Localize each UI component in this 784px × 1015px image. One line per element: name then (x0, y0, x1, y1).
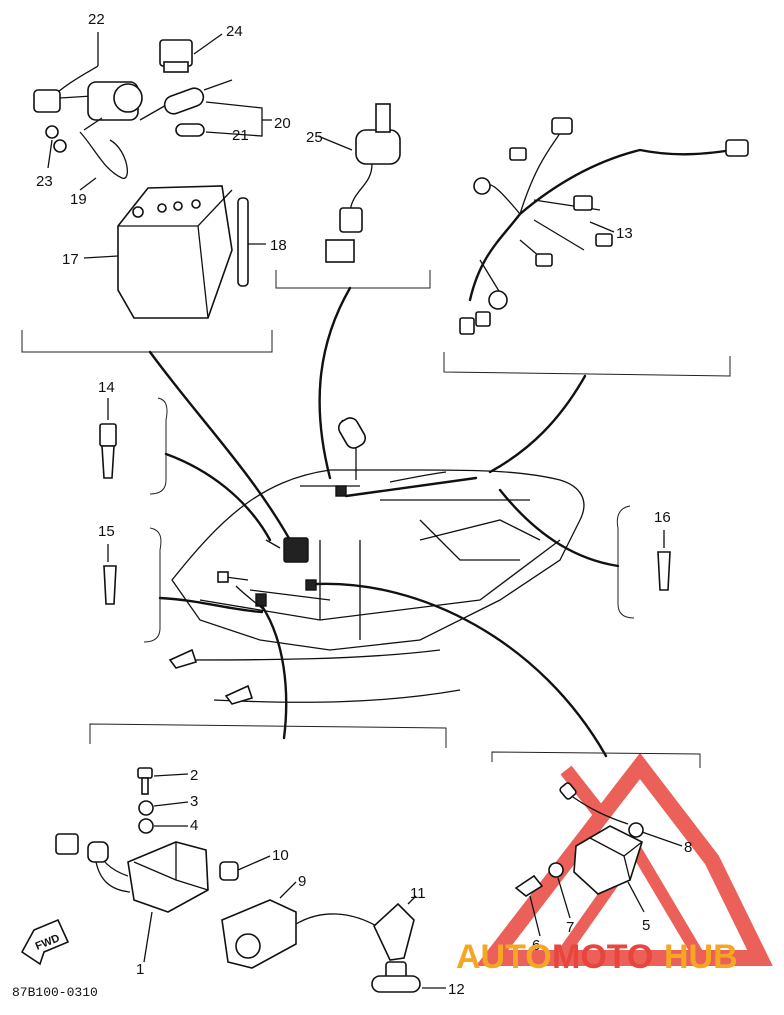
washer-part-7 (548, 862, 571, 919)
wordmark-auto: AUTO (456, 938, 552, 976)
spark-plug-cap-part-11 (373, 895, 417, 961)
wordmark-hub: HUB (664, 938, 738, 976)
callout-24: 24 (226, 23, 243, 40)
nut-part-23 (45, 125, 67, 169)
callout-6: 6 (532, 937, 540, 954)
callout-22: 22 (88, 11, 105, 28)
callout-4: 4 (190, 817, 198, 834)
relay-harness-part-22 (33, 32, 143, 131)
screw-part-6 (514, 874, 544, 937)
callout-9: 9 (298, 873, 306, 890)
washer-part-8 (628, 822, 683, 847)
washer-part-3 (138, 800, 189, 816)
battery-lead-part-19 (79, 131, 128, 191)
callout-17: 17 (62, 251, 79, 268)
cdi-unit-part-1 (55, 833, 209, 963)
callout-10: 10 (272, 847, 289, 864)
callout-25: 25 (306, 129, 323, 146)
snowmobile-frame-outline (168, 417, 585, 705)
wire-harness-part-13 (459, 117, 749, 335)
connector-part-14 (99, 398, 117, 479)
callout-19: 19 (70, 191, 87, 208)
callout-7: 7 (566, 919, 574, 936)
callout-13: 13 (616, 225, 633, 242)
connector-part-16 (657, 530, 671, 591)
callout-20: 20 (274, 115, 291, 132)
nut-part-10 (219, 855, 271, 881)
callout-1: 1 (136, 961, 144, 978)
wordmark-moto: MOTO (552, 938, 653, 976)
connector-part-24 (159, 33, 223, 73)
washer-part-4 (138, 818, 188, 834)
callout-21: 21 (232, 127, 249, 144)
automotohub-wordmark: AUTO MOTO HUB (456, 938, 738, 976)
callout-11: 11 (410, 885, 426, 902)
automotohub-logo (475, 752, 773, 966)
ignition-coil-part-9 (221, 881, 381, 969)
strap-part-18 (237, 197, 266, 287)
callout-14: 14 (98, 379, 115, 396)
voltage-regulator-part-5 (559, 782, 645, 913)
callout-labels: 22 24 20 21 23 19 17 18 25 13 14 15 16 2… (36, 11, 692, 998)
diagram-code: 87B100-0310 (12, 985, 98, 1000)
bolt-part-2 (137, 767, 189, 795)
callout-3: 3 (190, 793, 198, 810)
callout-18: 18 (270, 237, 287, 254)
callout-8: 8 (684, 839, 692, 856)
callout-15: 15 (98, 523, 115, 540)
fuse-holder-part-20 (139, 79, 272, 137)
main-switch-part-25 (317, 103, 401, 263)
callout-16: 16 (654, 509, 671, 526)
spark-plug-part-12 (371, 961, 446, 993)
forward-arrow-icon: FWD (20, 918, 70, 966)
callout-2: 2 (190, 767, 198, 784)
callout-23: 23 (36, 173, 53, 190)
connector-part-15 (103, 544, 117, 605)
callout-12: 12 (448, 981, 465, 998)
battery-part-17 (83, 185, 233, 319)
callout-5: 5 (642, 917, 650, 934)
